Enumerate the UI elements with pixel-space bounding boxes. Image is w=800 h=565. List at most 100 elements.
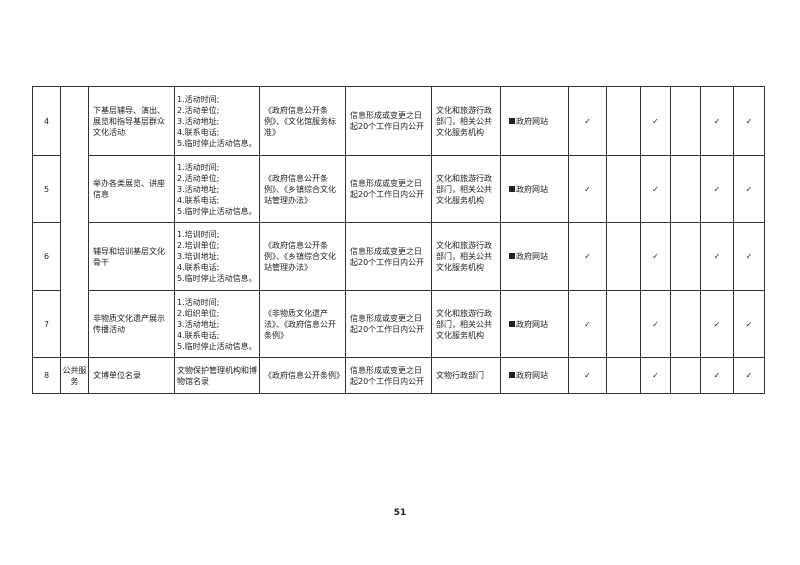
- content-item-line: 4.联系电话;: [177, 330, 220, 340]
- page-number: 51: [393, 508, 407, 518]
- empty-cell: [670, 86, 701, 156]
- category-cell: 公共服务: [60, 357, 89, 394]
- channel-label: 政府网站: [516, 184, 548, 194]
- content-items-cell: 1.活动时间;2.活动单位;3.活动地址;4.联系电话;5.临时停止活动信息。: [174, 86, 260, 156]
- filled-square-icon: [509, 253, 515, 259]
- basis-cell: 《非物质文化遗产法》、《政府信息公开条例》: [259, 290, 346, 358]
- item-name-cell: 辅导和培训基层文化骨干: [88, 222, 175, 291]
- row-number-cell: 5: [32, 155, 61, 223]
- content-item-line: 3.活动地址;: [177, 116, 220, 126]
- time-limit-cell: 信息形成或变更之日起20个工作日内公开: [345, 222, 432, 291]
- department-cell: 文物行政部门: [431, 357, 501, 394]
- check-mark-cell: ✓: [640, 155, 671, 223]
- check-mark-cell: ✓: [700, 290, 734, 358]
- channel-label: 政府网站: [516, 252, 548, 261]
- channel-cell: 政府网站: [500, 290, 569, 358]
- empty-cell: [606, 222, 641, 291]
- empty-cell: [606, 155, 641, 223]
- check-mark-cell: ✓: [700, 222, 734, 291]
- row-number-cell: 7: [32, 290, 61, 358]
- check-mark-cell: ✓: [640, 290, 671, 358]
- filled-square-icon: [509, 117, 515, 124]
- item-name-cell: 下基层辅导、演出、展览和指导基层群众文化活动: [88, 86, 175, 156]
- channel-cell: 政府网站: [500, 222, 569, 291]
- content-item-line: 文物保护管理机构和博物馆名录: [177, 365, 257, 386]
- check-mark-cell: ✓: [733, 86, 765, 156]
- content-item-line: 1.活动时间;: [177, 297, 220, 307]
- content-item-line: 3.活动地址;: [177, 319, 220, 329]
- row-number-cell: 8: [32, 357, 61, 394]
- check-mark-cell: ✓: [568, 290, 607, 358]
- channel-cell: 政府网站: [500, 357, 569, 394]
- time-limit-cell: 信息形成或变更之日起20个工作日内公开: [345, 86, 432, 156]
- content-item-line: 4.联系电话;: [177, 195, 220, 205]
- channel-label: 政府网站: [516, 371, 548, 380]
- check-mark-cell: ✓: [568, 222, 607, 291]
- content-item-line: 1.活动时间;: [177, 162, 220, 172]
- basis-cell: 《政府信息公开条例》、《乡镇综合文化站管理办法》: [259, 155, 346, 223]
- department-cell: 文化和旅游行政部门，相关公共文化服务机构: [431, 86, 501, 156]
- content-item-line: 5.临时停止活动信息。: [177, 138, 257, 148]
- department-cell: 文化和旅游行政部门，相关公共文化服务机构: [431, 290, 501, 358]
- empty-cell: [670, 222, 701, 291]
- content-item-line: 5.临时停止活动信息。: [177, 341, 257, 351]
- content-item-line: 5.临时停止活动信息。: [177, 206, 257, 216]
- department-cell: 文化和旅游行政部门，相关公共文化服务机构: [431, 155, 501, 223]
- check-mark-cell: ✓: [733, 357, 765, 394]
- content-item-line: 3.活动地址;: [177, 184, 220, 194]
- check-mark-cell: ✓: [640, 222, 671, 291]
- content-item-line: 2.培训单位;: [177, 241, 220, 250]
- check-mark-cell: ✓: [640, 357, 671, 394]
- check-mark-cell: ✓: [700, 155, 734, 223]
- basis-cell: 《政府信息公开条例》、《乡镇综合文化站管理办法》: [259, 222, 346, 291]
- department-cell: 文化和旅游行政部门，相关公共文化服务机构: [431, 222, 501, 291]
- content-item-line: 2.活动单位;: [177, 173, 220, 183]
- content-item-line: 5.临时停止活动信息。: [177, 274, 257, 283]
- content-items-cell: 1.活动时间;2.活动单位;3.活动地址;4.联系电话;5.临时停止活动信息。: [174, 155, 260, 223]
- item-name-cell: 文博单位名录: [88, 357, 175, 394]
- check-mark-cell: ✓: [733, 222, 765, 291]
- empty-cell: [670, 155, 701, 223]
- content-item-line: 1.活动时间;: [177, 94, 220, 104]
- check-mark-cell: ✓: [568, 86, 607, 156]
- row-number-cell: 6: [32, 222, 61, 291]
- check-mark-cell: ✓: [640, 86, 671, 156]
- check-mark-cell: ✓: [733, 155, 765, 223]
- empty-cell: [670, 357, 701, 394]
- content-item-line: 2.组织单位;: [177, 308, 220, 318]
- empty-cell: [606, 357, 641, 394]
- time-limit-cell: 信息形成或变更之日起20个工作日内公开: [345, 357, 432, 394]
- content-items-cell: 1.培训时间;2.培训单位;3.培训地址;4.联系电话;5.临时停止活动信息。: [174, 222, 260, 291]
- item-name-cell: 非物质文化遗产展示传播活动: [88, 290, 175, 358]
- time-limit-cell: 信息形成或变更之日起20个工作日内公开: [345, 290, 432, 358]
- check-mark-cell: ✓: [733, 290, 765, 358]
- row-number-cell: 4: [32, 86, 61, 156]
- channel-cell: 政府网站: [500, 155, 569, 223]
- item-name-cell: 举办各类展览、讲座信息: [88, 155, 175, 223]
- filled-square-icon: [509, 185, 515, 192]
- check-mark-cell: ✓: [568, 357, 607, 394]
- content-item-line: 4.联系电话;: [177, 263, 220, 272]
- check-mark-cell: ✓: [700, 86, 734, 156]
- filled-square-icon: [509, 372, 515, 378]
- filled-square-icon: [509, 320, 515, 327]
- channel-cell: 政府网站: [500, 86, 569, 156]
- content-item-line: 4.联系电话;: [177, 127, 220, 137]
- category-cell: [60, 86, 89, 358]
- basis-cell: 《政府信息公开条例》、《文化馆服务标准》: [259, 86, 346, 156]
- content-items-cell: 1.活动时间;2.组织单位;3.活动地址;4.联系电话;5.临时停止活动信息。: [174, 290, 260, 358]
- check-mark-cell: ✓: [700, 357, 734, 394]
- channel-label: 政府网站: [516, 319, 548, 329]
- content-items-cell: 文物保护管理机构和博物馆名录: [174, 357, 260, 394]
- basis-cell: 《政府信息公开条例》: [259, 357, 346, 394]
- empty-cell: [670, 290, 701, 358]
- empty-cell: [606, 290, 641, 358]
- content-item-line: 2.活动单位;: [177, 105, 220, 115]
